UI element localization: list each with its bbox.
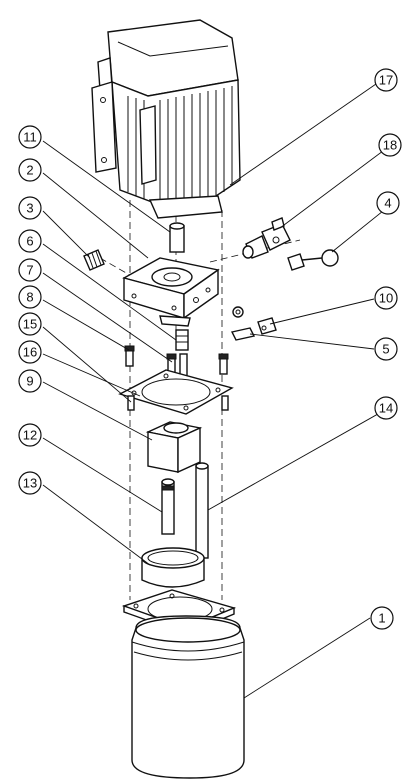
callout-2: 2 — [18, 158, 42, 182]
gasket-plate — [118, 369, 234, 415]
svg-text:11: 11 — [23, 130, 37, 145]
svg-text:13: 13 — [23, 476, 37, 491]
callout-11: 11 — [18, 125, 42, 149]
filter-housing — [145, 421, 203, 474]
callout-18: 18 — [378, 133, 402, 157]
handle-lever — [287, 249, 339, 271]
svg-text:14: 14 — [379, 401, 393, 416]
svg-text:17: 17 — [379, 73, 393, 88]
callout-17: 17 — [374, 68, 398, 92]
callout-4: 4 — [376, 191, 400, 215]
pump-block — [122, 257, 220, 327]
fitting-10 — [257, 317, 277, 335]
callout-7: 7 — [18, 258, 42, 282]
washer — [232, 306, 244, 318]
svg-text:7: 7 — [26, 263, 33, 278]
bolt-right — [218, 353, 229, 375]
pump-gear — [175, 329, 189, 351]
fitting-5 — [230, 327, 256, 341]
svg-text:8: 8 — [26, 290, 33, 305]
svg-text:18: 18 — [383, 138, 397, 153]
callout-10: 10 — [374, 286, 398, 310]
callout-8: 8 — [18, 285, 42, 309]
callout-5: 5 — [374, 337, 398, 361]
svg-text:9: 9 — [26, 374, 33, 389]
callout-14: 14 — [374, 396, 398, 420]
suction-pipe — [161, 478, 175, 535]
callout-3: 3 — [18, 196, 42, 220]
leader-lines — [42, 83, 392, 699]
callout-15: 15 — [18, 312, 42, 336]
return-pipe — [195, 462, 209, 559]
callout-13: 13 — [18, 471, 42, 495]
callout-9: 9 — [18, 369, 42, 393]
bolt-15 — [127, 395, 135, 411]
svg-text:10: 10 — [379, 291, 393, 306]
svg-text:5: 5 — [382, 342, 389, 357]
svg-text:15: 15 — [23, 317, 37, 332]
bolt-8 — [124, 345, 135, 367]
svg-text:2: 2 — [26, 163, 33, 178]
fitting-3 — [83, 249, 105, 271]
svg-text:16: 16 — [23, 345, 37, 360]
svg-text:3: 3 — [26, 201, 33, 216]
callout-1: 1 — [370, 606, 394, 630]
svg-text:4: 4 — [384, 196, 391, 211]
callout-12: 12 — [18, 423, 42, 447]
coupling-shaft — [169, 222, 185, 253]
filter-ring — [141, 547, 205, 588]
bolt-lower-right — [221, 395, 229, 411]
svg-text:12: 12 — [23, 428, 37, 443]
callout-16: 16 — [18, 340, 42, 364]
svg-text:6: 6 — [26, 234, 33, 249]
svg-text:1: 1 — [378, 611, 385, 626]
relief-valve — [242, 217, 291, 259]
motor — [91, 19, 241, 219]
tank — [131, 615, 245, 779]
callout-6: 6 — [18, 229, 42, 253]
